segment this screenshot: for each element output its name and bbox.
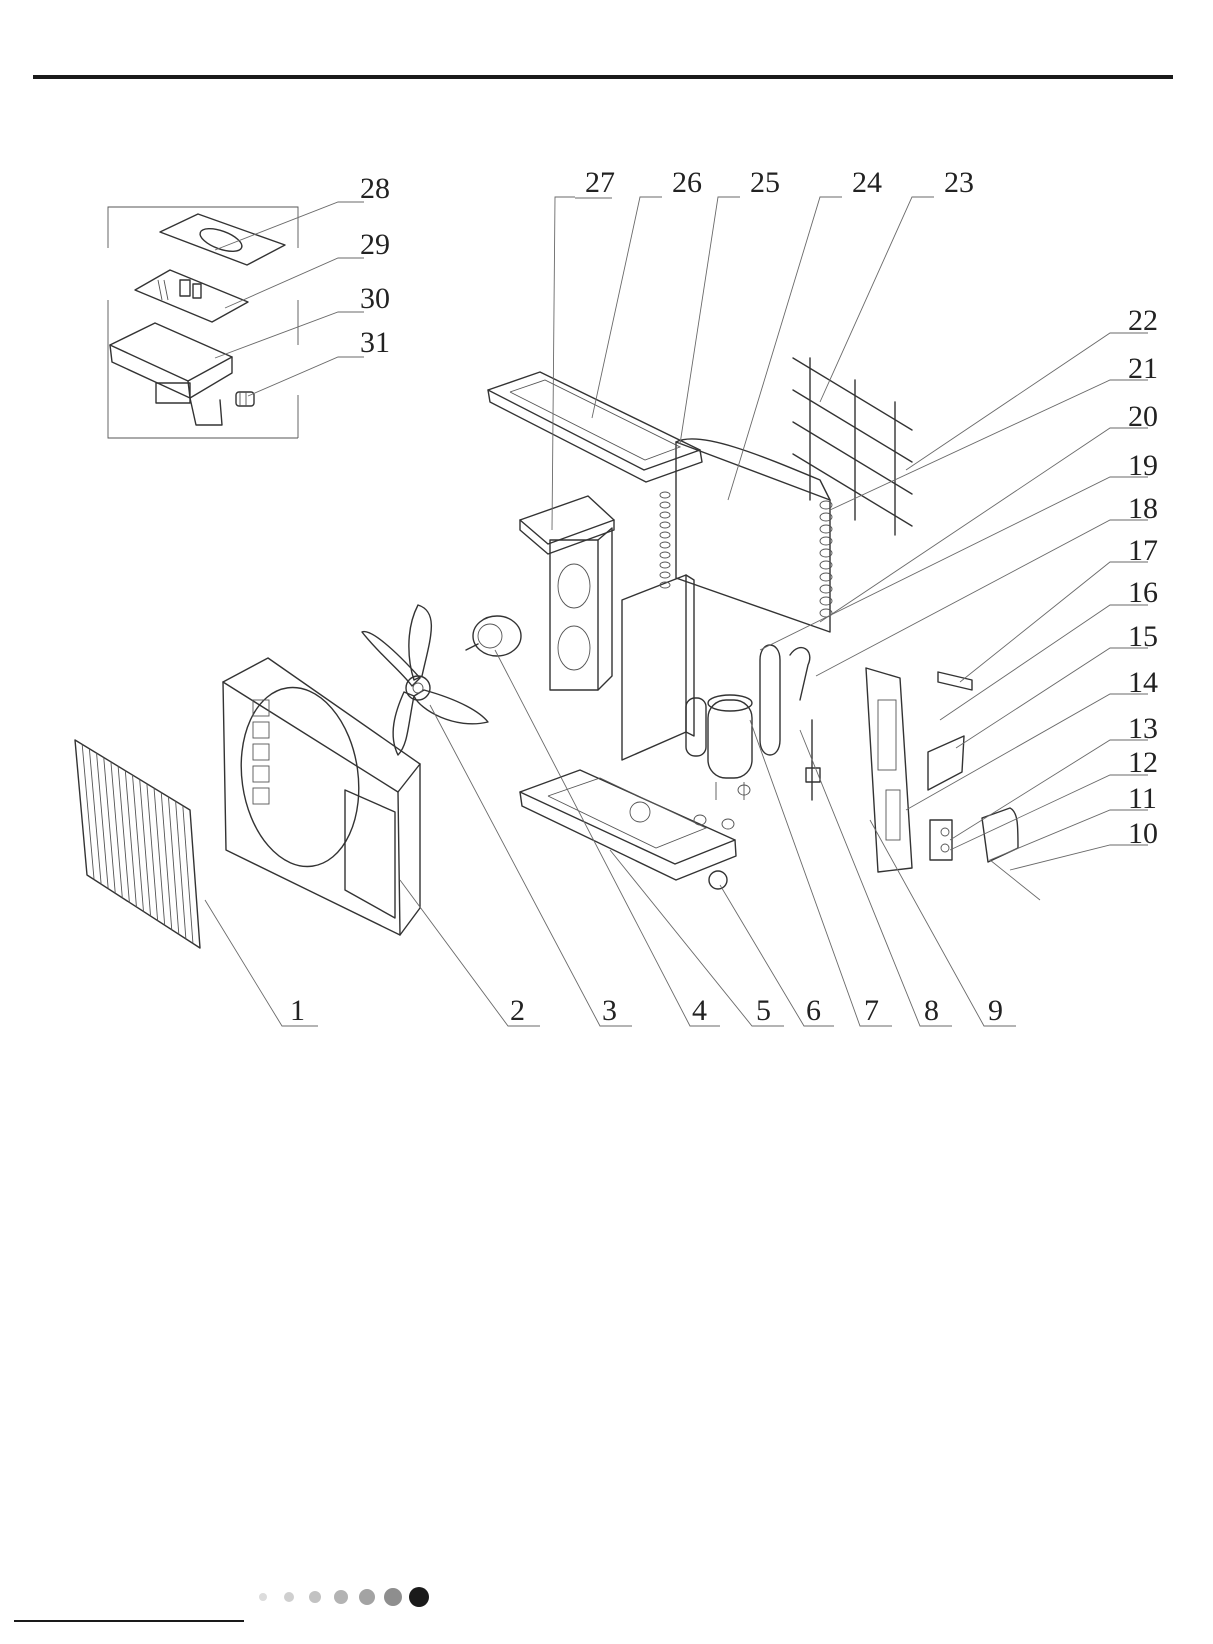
callout-13: 13 — [1128, 712, 1158, 745]
grille-bar — [161, 793, 172, 930]
callout-25: 25 — [750, 166, 780, 199]
callout-8: 8 — [924, 994, 939, 1027]
page-dot-active — [409, 1587, 429, 1607]
callout-21: 21 — [1128, 352, 1158, 385]
top-cover — [488, 372, 702, 482]
page-dot — [284, 1592, 294, 1602]
grille-bar — [125, 771, 136, 907]
condenser-tube-bend — [660, 542, 670, 548]
callout-17: 17 — [1128, 534, 1158, 567]
grille-bar — [111, 762, 122, 898]
condenser-tube-bend — [660, 532, 670, 538]
condenser-tube-bend — [660, 502, 670, 508]
callout-23: 23 — [944, 166, 974, 199]
callout-3: 3 — [602, 994, 617, 1027]
front-panel — [223, 658, 420, 935]
callout-11: 11 — [1128, 782, 1157, 815]
callout-26: 26 — [672, 166, 702, 199]
page-dot — [259, 1593, 267, 1601]
callout-31: 31 — [360, 326, 390, 359]
handle — [928, 736, 964, 790]
callout-20: 20 — [1128, 400, 1158, 433]
callout-15: 15 — [1128, 620, 1158, 653]
page-dot — [309, 1591, 321, 1603]
callout-10: 10 — [1128, 817, 1158, 850]
callout-19: 19 — [1128, 449, 1158, 482]
callout-7: 7 — [864, 994, 879, 1027]
condenser-tube-bend — [660, 512, 670, 518]
front-grille — [75, 740, 200, 948]
page-dot — [359, 1589, 375, 1605]
condenser-tube-bend — [660, 552, 670, 558]
grille-bar — [147, 784, 158, 921]
callout-28: 28 — [360, 172, 390, 205]
callout-27: 27 — [585, 166, 615, 199]
callout-1: 1 — [290, 994, 305, 1027]
electric-box-inset — [108, 207, 298, 438]
bottom-rule — [14, 1620, 244, 1622]
page-dot — [384, 1588, 402, 1606]
isolation-sheet — [622, 575, 694, 760]
grille-bar — [140, 779, 151, 916]
callout-14: 14 — [1128, 666, 1158, 699]
callout-5: 5 — [756, 994, 771, 1027]
condenser-tube-bend — [660, 522, 670, 528]
grille-bar — [154, 788, 165, 925]
condenser-tube-bend — [660, 562, 670, 568]
grille-bar — [89, 749, 101, 884]
callout-30: 30 — [360, 282, 390, 315]
motor-support — [520, 496, 614, 690]
condenser-tube-bend — [660, 492, 670, 498]
compressor — [686, 695, 752, 829]
terminal-board — [930, 820, 952, 860]
callout-12: 12 — [1128, 746, 1158, 779]
callout-29: 29 — [360, 228, 390, 261]
rear-grill — [793, 358, 912, 535]
axial-fan — [362, 605, 488, 755]
right-side-plate — [866, 668, 912, 872]
condenser-tube-bend — [660, 572, 670, 578]
callout-9: 9 — [988, 994, 1003, 1027]
callout-4: 4 — [692, 994, 707, 1027]
grille-bar — [82, 744, 94, 879]
callout-22: 22 — [1128, 304, 1158, 337]
valve-assembly — [760, 645, 820, 800]
fan-motor — [466, 616, 521, 656]
page-dot — [334, 1590, 348, 1604]
callout-6: 6 — [806, 994, 821, 1027]
grille-bar — [118, 766, 129, 902]
grille-bar — [97, 753, 109, 889]
chassis — [520, 770, 736, 889]
callout-16: 16 — [1128, 576, 1158, 609]
callout-18: 18 — [1128, 492, 1158, 525]
clapboard — [938, 672, 972, 690]
grille-bar — [133, 775, 144, 912]
callout-24: 24 — [852, 166, 882, 199]
callout-2: 2 — [510, 994, 525, 1027]
leader-lines — [205, 197, 1148, 1026]
grille-bar — [104, 758, 116, 894]
